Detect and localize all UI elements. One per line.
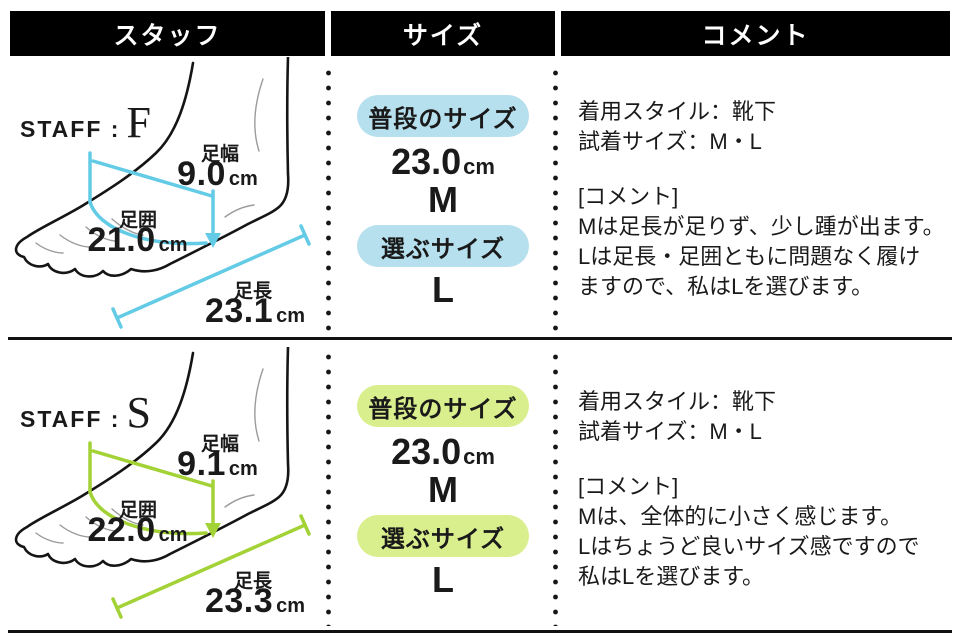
chosen-size-letter: L: [432, 559, 454, 600]
staff-prefix: STAFF :: [20, 406, 121, 432]
bottom-border: [8, 630, 952, 633]
usual-size-letter: M: [428, 179, 458, 220]
dotted-divider: [326, 66, 331, 334]
size-s-cell: 普段のサイズ 23.0cm M 選ぶサイズ L: [331, 347, 555, 629]
chosen-size-letter: L: [432, 269, 454, 310]
comment-text: [コメント] Mは、全体的に小さく感じます。 Lはちょうど良いサイズ感ですので …: [578, 474, 920, 589]
foot-girth-label: 足囲: [118, 210, 157, 231]
foot-girth-number: 22.0: [87, 511, 156, 549]
chosen-size-badge: 選ぶサイズ: [357, 515, 529, 557]
usual-size-number: 23.0: [391, 431, 462, 472]
foot-girth-unit: cm: [158, 234, 188, 256]
row-separator: [8, 337, 952, 340]
usual-size-number: 23.0: [391, 141, 462, 182]
foot-illustration-f: [14, 57, 311, 329]
dotted-divider: [553, 350, 558, 626]
usual-size-value: 23.0cm: [331, 431, 555, 473]
staff-name: STAFF :F: [20, 97, 151, 148]
header-size: サイズ: [331, 11, 555, 56]
dotted-divider: [553, 66, 558, 334]
usual-size-badge: 普段のサイズ: [357, 95, 529, 137]
foot-girth-number: 21.0: [87, 221, 156, 259]
wearing-style-text: 着用スタイル：靴下 試着サイズ：M・L: [578, 99, 777, 154]
comment-s-cell: 着用スタイル：靴下 試着サイズ：M・L [コメント] Mは、全体的に小さく感じま…: [561, 347, 950, 629]
chosen-size-badge: 選ぶサイズ: [357, 225, 529, 267]
usual-size-unit: cm: [463, 444, 495, 469]
foot-length-number: 23.1: [204, 292, 274, 330]
foot-length-label: 足長: [233, 281, 272, 302]
comment-f-cell: 着用スタイル：靴下 試着サイズ：M・L [コメント] Mは足長が足りず、少し踵が…: [561, 57, 950, 339]
foot-length-number: 23.3: [204, 582, 274, 620]
foot-width-label: 足幅: [200, 144, 239, 165]
foot-width-unit: cm: [228, 458, 258, 480]
foot-length-unit: cm: [276, 305, 306, 327]
size-f-cell: 普段のサイズ 23.0cm M 選ぶサイズ L: [331, 57, 555, 339]
usual-size-letter: M: [428, 469, 458, 510]
staff-name: STAFF :S: [20, 387, 151, 438]
usual-size-unit: cm: [463, 154, 495, 179]
foot-girth-label: 足囲: [118, 500, 157, 521]
staff-prefix: STAFF :: [20, 116, 121, 142]
staff-letter: F: [126, 98, 151, 147]
foot-length-label: 足長: [233, 571, 272, 592]
foot-width-number: 9.0: [177, 155, 226, 193]
dotted-divider: [326, 350, 331, 626]
foot-girth-unit: cm: [158, 524, 188, 546]
foot-width-unit: cm: [228, 168, 258, 190]
foot-width-number: 9.1: [177, 445, 226, 483]
foot-width-label: 足幅: [200, 434, 239, 455]
header-staff: スタッフ: [10, 11, 325, 56]
usual-size-value: 23.0cm: [331, 141, 555, 183]
usual-size-badge: 普段のサイズ: [357, 385, 529, 427]
foot-length-unit: cm: [276, 595, 306, 617]
comment-text: [コメント] Mは足長が足りず、少し踵が出ます。 Lは足長・足囲ともに問題なく履…: [578, 184, 945, 299]
header-comment: コメント: [561, 11, 950, 56]
staff-letter: S: [126, 388, 151, 437]
wearing-style-text: 着用スタイル：靴下 試着サイズ：M・L: [578, 389, 777, 444]
